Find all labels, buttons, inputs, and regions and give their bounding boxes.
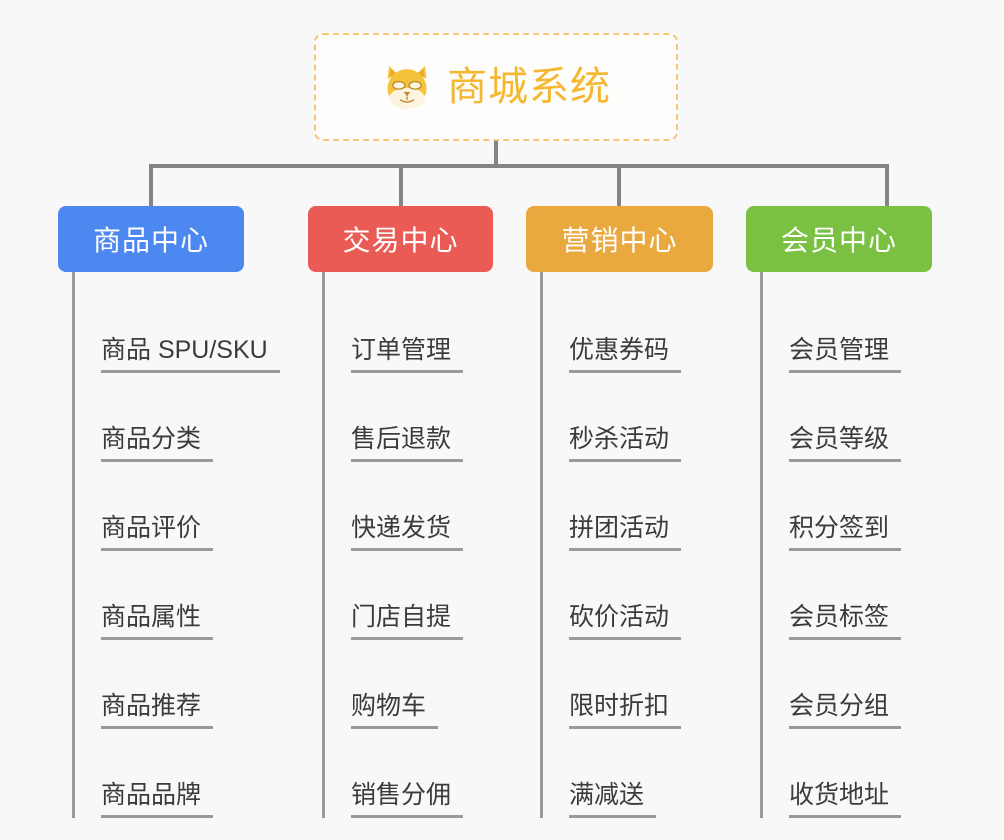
- connector-root-stem: [494, 141, 498, 168]
- list-item[interactable]: 会员标签: [763, 551, 932, 640]
- category-column-trade: 交易中心 订单管理 售后退款 快递发货 门店自提 购物车 销售分佣: [308, 206, 493, 818]
- list-item[interactable]: 收货地址: [763, 729, 932, 818]
- leaf-label: 销售分佣: [351, 781, 464, 818]
- list-item[interactable]: 门店自提: [325, 551, 493, 640]
- leaf-label: 砍价活动: [569, 603, 682, 640]
- leaf-label: 商品分类: [101, 425, 214, 462]
- list-item[interactable]: 拼团活动: [543, 462, 713, 551]
- leaf-label: 商品品牌: [101, 781, 214, 818]
- list-item[interactable]: 商品 SPU/SKU: [75, 284, 280, 373]
- leaf-label: 限时折扣: [569, 692, 682, 729]
- category-column-product: 商品中心 商品 SPU/SKU 商品分类 商品评价 商品属性 商品推荐 商品品牌: [58, 206, 280, 818]
- list-item[interactable]: 购物车: [325, 640, 493, 729]
- list-item[interactable]: 秒杀活动: [543, 373, 713, 462]
- category-column-member: 会员中心 会员管理 会员等级 积分签到 会员标签 会员分组 收货地址: [746, 206, 932, 818]
- leaf-list-member: 会员管理 会员等级 积分签到 会员标签 会员分组 收货地址: [760, 272, 932, 818]
- category-header-product[interactable]: 商品中心: [58, 206, 244, 272]
- list-item[interactable]: 限时折扣: [543, 640, 713, 729]
- list-item[interactable]: 满减送: [543, 729, 713, 818]
- leaf-label: 会员标签: [789, 603, 902, 640]
- leaf-label: 会员等级: [789, 425, 902, 462]
- connector-drop-product: [149, 164, 153, 209]
- connector-horizontal-bus: [149, 164, 889, 168]
- root-node-shop-system[interactable]: 商城系统: [314, 33, 678, 141]
- list-item[interactable]: 会员等级: [763, 373, 932, 462]
- leaf-label: 优惠券码: [569, 336, 682, 373]
- shiba-dog-face-icon: [381, 61, 433, 113]
- list-item[interactable]: 商品属性: [75, 551, 280, 640]
- leaf-label: 商品属性: [101, 603, 214, 640]
- leaf-label: 售后退款: [351, 425, 464, 462]
- list-item[interactable]: 优惠券码: [543, 284, 713, 373]
- leaf-label: 会员管理: [789, 336, 902, 373]
- category-label: 会员中心: [780, 225, 897, 256]
- list-item[interactable]: 销售分佣: [325, 729, 493, 818]
- leaf-label: 门店自提: [351, 603, 464, 640]
- connector-drop-member: [885, 164, 889, 209]
- category-header-marketing[interactable]: 营销中心: [526, 206, 713, 272]
- list-item[interactable]: 商品分类: [75, 373, 280, 462]
- list-item[interactable]: 会员管理: [763, 284, 932, 373]
- leaf-label: 积分签到: [789, 514, 902, 551]
- leaf-list-marketing: 优惠券码 秒杀活动 拼团活动 砍价活动 限时折扣 满减送: [540, 272, 713, 818]
- leaf-label: 收货地址: [789, 781, 902, 818]
- leaf-label: 商品推荐: [101, 692, 214, 729]
- category-label: 商品中心: [92, 225, 209, 256]
- list-item[interactable]: 订单管理: [325, 284, 493, 373]
- category-header-trade[interactable]: 交易中心: [308, 206, 493, 272]
- list-item[interactable]: 会员分组: [763, 640, 932, 729]
- list-item[interactable]: 快递发货: [325, 462, 493, 551]
- leaf-list-trade: 订单管理 售后退款 快递发货 门店自提 购物车 销售分佣: [322, 272, 493, 818]
- category-column-marketing: 营销中心 优惠券码 秒杀活动 拼团活动 砍价活动 限时折扣 满减送: [526, 206, 713, 818]
- list-item[interactable]: 商品推荐: [75, 640, 280, 729]
- leaf-label: 商品 SPU/SKU: [101, 336, 280, 373]
- leaf-label: 快递发货: [351, 514, 464, 551]
- category-header-member[interactable]: 会员中心: [746, 206, 932, 272]
- list-item[interactable]: 售后退款: [325, 373, 493, 462]
- leaf-label: 购物车: [351, 692, 439, 729]
- list-item[interactable]: 商品品牌: [75, 729, 280, 818]
- root-title: 商城系统: [447, 65, 611, 109]
- leaf-label: 拼团活动: [569, 514, 682, 551]
- leaf-label: 满减送: [569, 781, 657, 818]
- list-item[interactable]: 砍价活动: [543, 551, 713, 640]
- connector-drop-marketing: [617, 164, 621, 209]
- leaf-label: 订单管理: [351, 336, 464, 373]
- leaf-label: 商品评价: [101, 514, 214, 551]
- list-item[interactable]: 积分签到: [763, 462, 932, 551]
- leaf-label: 秒杀活动: [569, 425, 682, 462]
- leaf-label: 会员分组: [789, 692, 902, 729]
- category-label: 营销中心: [561, 225, 678, 256]
- leaf-list-product: 商品 SPU/SKU 商品分类 商品评价 商品属性 商品推荐 商品品牌: [72, 272, 280, 818]
- list-item[interactable]: 商品评价: [75, 462, 280, 551]
- category-label: 交易中心: [342, 225, 459, 256]
- connector-drop-trade: [399, 164, 403, 209]
